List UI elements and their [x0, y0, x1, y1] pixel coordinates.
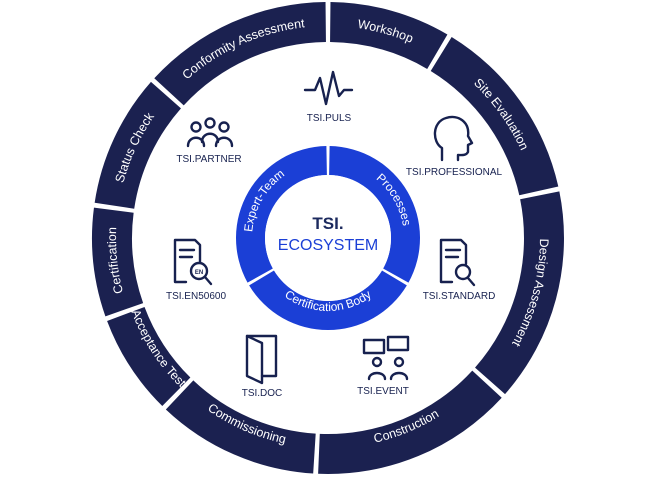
service-partner[interactable]: TSI.PARTNER [176, 117, 242, 166]
inner-ring-segment[interactable] [249, 270, 407, 330]
center-title: TSI. [312, 214, 343, 233]
document-search-icon [439, 238, 476, 287]
inner-ring-segment[interactable] [236, 146, 327, 283]
document-search-en-icon: EN [173, 238, 213, 286]
outer-ring-segment[interactable] [430, 36, 559, 196]
service-label: TSI.PULS [307, 113, 352, 124]
center-hub: TSI. ECOSYSTEM [265, 175, 391, 301]
outer-ring-segment[interactable] [330, 2, 448, 69]
outer-ring-segment[interactable] [92, 207, 144, 317]
group-people-icon [186, 117, 234, 148]
service-label: TSI.EVENT [357, 386, 409, 397]
outer-ring-segment[interactable] [94, 81, 181, 209]
outer-ring-segment[interactable] [318, 370, 502, 474]
presentation-people-icon [362, 335, 410, 381]
service-label: TSI.PARTNER [176, 154, 241, 165]
center-circle [265, 175, 391, 301]
inner-ring-segment[interactable] [329, 146, 421, 283]
service-standard[interactable]: TSI.STANDARD [423, 238, 496, 302]
center-subtitle: ECOSYSTEM [278, 237, 378, 254]
head-profile-icon [433, 115, 474, 162]
service-professional[interactable]: TSI.PROFESSIONAL [406, 115, 503, 178]
outer-ring-segment[interactable] [165, 380, 316, 474]
service-label: TSI.STANDARD [423, 291, 496, 302]
service-puls[interactable]: TSI.PULS [303, 70, 354, 124]
service-label: TSI.EN50600 [166, 291, 226, 302]
service-label: TSI.DOC [242, 388, 283, 399]
outer-ring-segment[interactable] [475, 191, 564, 395]
outer-ring-segment[interactable] [154, 2, 326, 106]
outer-ring-segment[interactable] [107, 306, 191, 407]
service-doc[interactable]: TSI.DOC [242, 334, 283, 399]
door-document-icon [245, 334, 278, 385]
service-en50600[interactable]: EN TSI.EN50600 [166, 238, 226, 302]
pulse-icon [303, 70, 354, 106]
service-event[interactable]: TSI.EVENT [357, 335, 410, 397]
service-label: TSI.PROFESSIONAL [406, 167, 503, 178]
svg-text:EN: EN [195, 270, 203, 276]
